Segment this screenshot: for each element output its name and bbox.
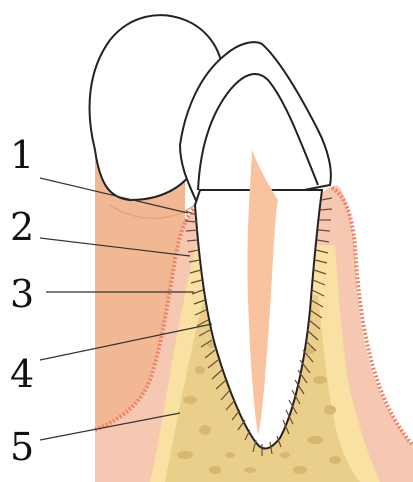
- label-5: 5: [10, 425, 34, 469]
- label-2: 2: [10, 205, 34, 249]
- label-1: 1: [10, 133, 34, 177]
- label-4: 4: [10, 352, 34, 396]
- label-3: 3: [10, 272, 34, 316]
